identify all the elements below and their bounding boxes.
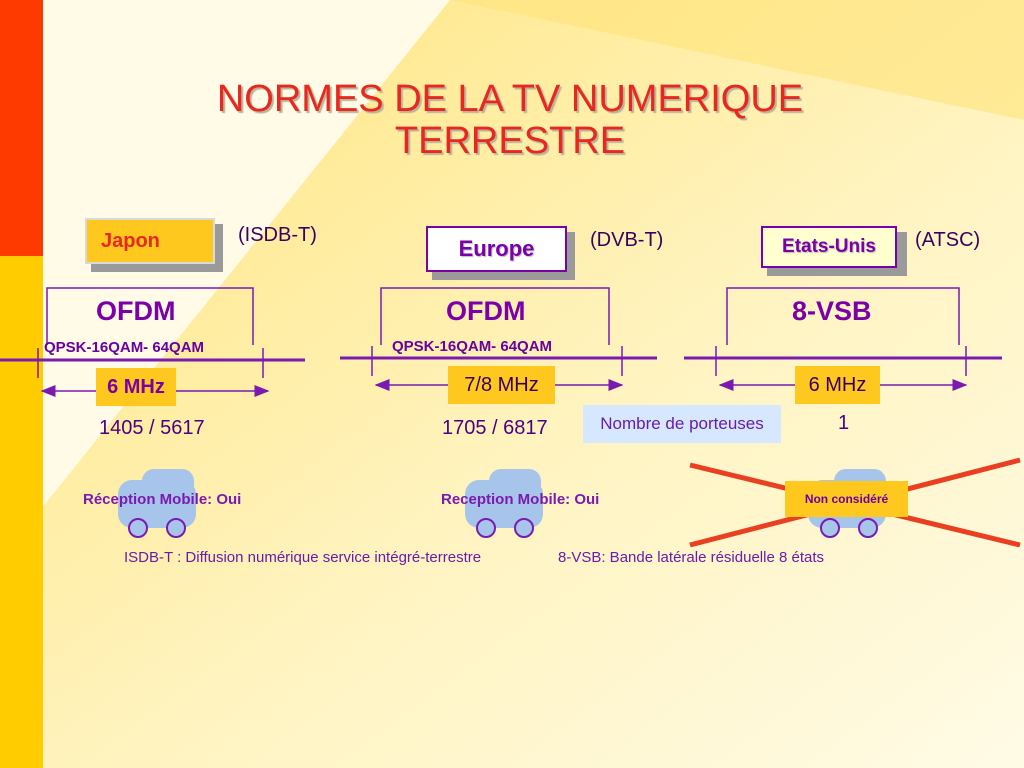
standard-label-usa: (ATSC) <box>915 229 981 251</box>
car-icon-europe <box>465 469 543 538</box>
car-icon-japon <box>118 469 196 538</box>
modulation-europe: OFDM <box>446 296 526 326</box>
mobile-reception-japon: Réception Mobile: Oui <box>83 491 242 508</box>
bandwidth-europe: 7/8 MHz <box>448 366 555 404</box>
constellation-japon: QPSK-16QAM- 64QAM <box>44 339 205 356</box>
mobile-reception-usa-box: Non considéré <box>785 481 908 517</box>
left-accent-bar-yellow <box>0 256 43 768</box>
standard-label-japon: (ISDB-T) <box>238 224 317 246</box>
region-box-europe: Europe <box>426 226 567 272</box>
carriers-label: Nombre de porteuses <box>600 414 764 433</box>
title-line-2: TERRESTRE <box>394 120 626 162</box>
bandwidth-usa-text: 6 MHz <box>808 373 867 396</box>
footnote-vsb: 8-VSB: Bande latérale résiduelle 8 états <box>558 549 824 566</box>
bandwidth-japon: 6 MHz <box>96 368 176 406</box>
region-label-japon: Japon <box>101 229 160 252</box>
bracket-usa <box>726 287 960 345</box>
title-line-1: NORMES DE LA TV NUMERIQUE <box>216 78 804 120</box>
bandwidth-japon-text: 6 MHz <box>107 375 165 398</box>
modulation-usa: 8-VSB <box>792 296 872 326</box>
carriers-europe: 1705 / 6817 <box>442 417 548 439</box>
constellation-europe: QPSK-16QAM- 64QAM <box>392 338 553 355</box>
carriers-label-box: Nombre de porteuses <box>583 405 781 443</box>
region-label-europe: Europe <box>458 236 535 261</box>
standard-label-europe: (DVB-T) <box>590 229 664 251</box>
bandwidth-europe-text: 7/8 MHz <box>464 373 539 396</box>
bracket-japon <box>46 287 254 345</box>
region-box-usa: Etats-Unis <box>761 226 897 268</box>
region-box-japon: Japon <box>85 218 215 264</box>
region-label-usa: Etats-Unis <box>782 236 876 257</box>
mobile-reception-europe: Reception Mobile: Oui <box>441 491 600 508</box>
bracket-europe <box>380 287 610 345</box>
carriers-usa: 1 <box>838 412 850 434</box>
left-accent-bar-red <box>0 0 43 256</box>
bandwidth-usa: 6 MHz <box>795 366 880 404</box>
footnote-isdb: ISDB-T : Diffusion numérique service int… <box>124 549 482 566</box>
mobile-reception-usa: Non considéré <box>804 492 889 506</box>
slide-title: NORMES DE LA TV NUMERIQUE TERRESTRE <box>130 78 890 162</box>
carriers-japon: 1405 / 5617 <box>99 417 205 439</box>
modulation-japon: OFDM <box>96 296 176 326</box>
